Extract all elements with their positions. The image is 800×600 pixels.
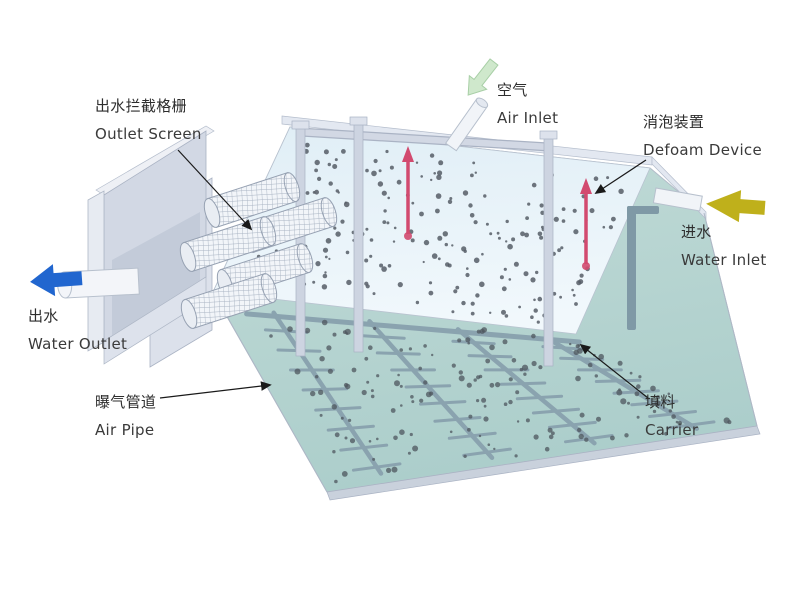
riser-pipe: [627, 206, 636, 330]
label-air-pipe-zh: 曝气管道: [95, 393, 157, 411]
frame-post-cap: [539, 130, 558, 140]
label-air-pipe-en: Air Pipe: [95, 421, 155, 439]
top-rail: [299, 128, 550, 151]
frame-post-cap: [349, 116, 368, 126]
callout-carrier: [579, 343, 649, 399]
label-carrier: 填料 Carrier: [645, 388, 698, 444]
carrier-dots-underwater: [269, 311, 732, 484]
chamber-inner-shadow: [112, 212, 200, 348]
label-outlet-screen-zh: 出水拦截格栅: [95, 97, 187, 115]
callout-lines: [159, 149, 649, 399]
outlet-chamber: [87, 125, 215, 368]
support-frame: [291, 116, 558, 367]
tank-bottom-wall: [326, 425, 761, 501]
label-air-inlet: 空气 Air Inlet: [497, 76, 558, 132]
air-inlet-arrow: [467, 58, 499, 96]
main-tank: [212, 115, 761, 501]
label-carrier-en: Carrier: [645, 421, 699, 439]
air-inlet-pipe: [444, 97, 489, 152]
label-outlet-screen-en: Outlet Screen: [95, 125, 202, 143]
label-water-inlet-en: Water Inlet: [681, 251, 767, 269]
label-air-inlet-en: Air Inlet: [497, 109, 559, 127]
label-defoam-device-en: Defoam Device: [643, 141, 763, 159]
tank-right-corner-edge: [703, 212, 758, 427]
tank-left-front-edge: [212, 291, 328, 493]
label-carrier-zh: 填料: [645, 393, 676, 411]
label-water-inlet: 进水 Water Inlet: [681, 218, 767, 274]
water-outlet-assembly: [30, 264, 140, 299]
water-inlet-arrow: [706, 190, 766, 223]
defoam-devices: [402, 146, 592, 270]
label-air-pipe: 曝气管道 Air Pipe: [95, 388, 156, 444]
callout-defoam-device: [594, 159, 647, 194]
label-water-outlet-zh: 出水: [28, 307, 59, 325]
water-outlet-arrow: [30, 264, 83, 297]
frame-post: [353, 123, 364, 353]
defoam-arrow: [580, 178, 592, 270]
frame-post: [543, 137, 554, 367]
inlet-pipe: [652, 187, 703, 212]
frame-post-cap: [291, 120, 310, 130]
label-defoam-device-zh: 消泡装置: [643, 113, 705, 131]
label-outlet-screen: 出水拦截格栅 Outlet Screen: [95, 92, 202, 148]
callout-outlet-screen: [177, 149, 253, 231]
label-air-inlet-zh: 空气: [497, 81, 528, 99]
frame-post: [295, 127, 306, 357]
label-water-outlet: 出水 Water Outlet: [28, 302, 127, 358]
label-water-inlet-zh: 进水: [681, 223, 712, 241]
label-water-outlet-en: Water Outlet: [28, 335, 128, 353]
defoam-arrow: [402, 146, 414, 240]
label-defoam-device: 消泡装置 Defoam Device: [643, 108, 762, 164]
water-inlet-assembly: [652, 187, 766, 223]
air-inlet-assembly: [444, 58, 499, 152]
callout-air-pipe: [159, 381, 272, 399]
